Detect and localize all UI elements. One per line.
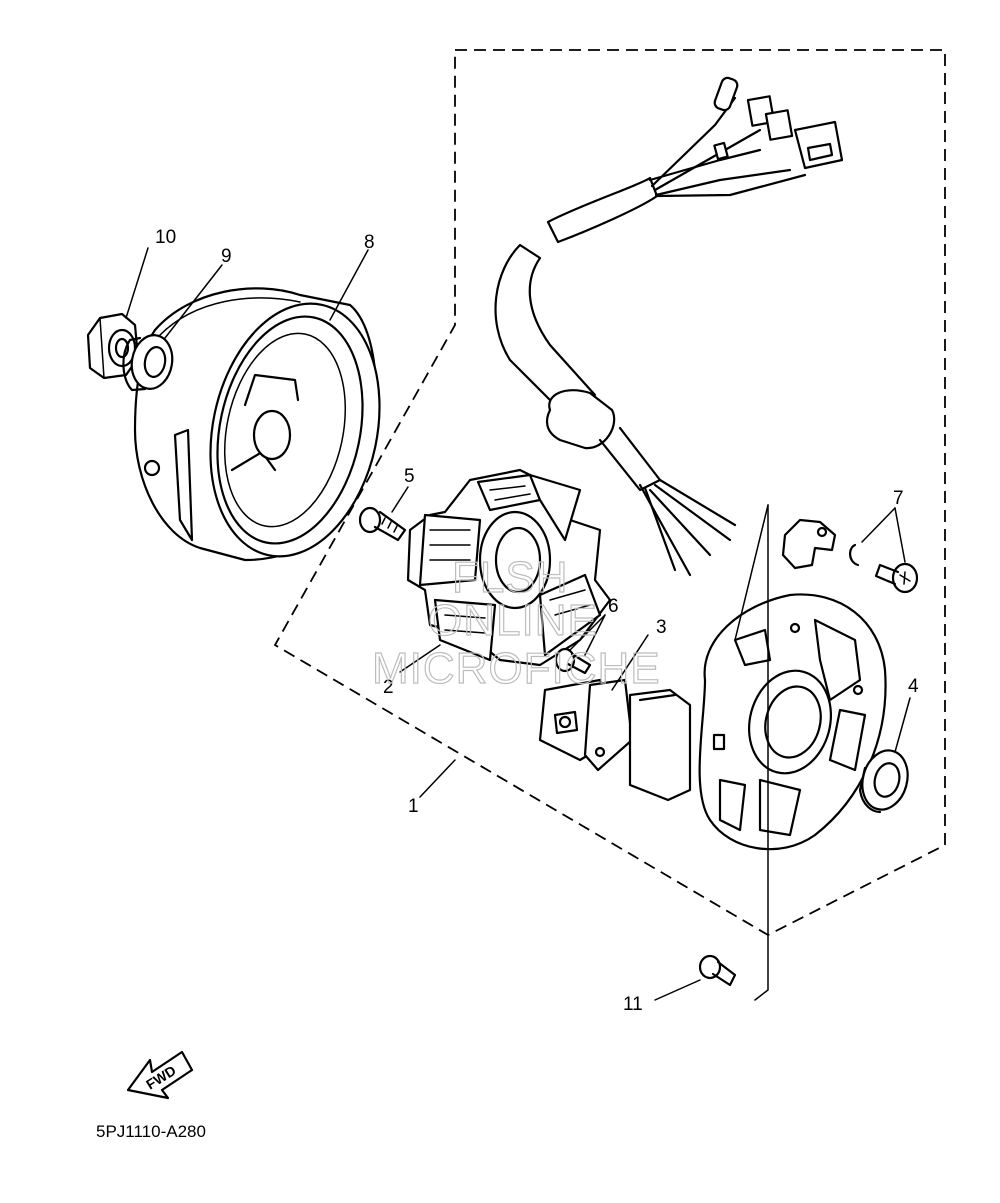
callout-7: 7	[893, 488, 904, 509]
forward-direction-arrow: FWD	[126, 1050, 194, 1100]
screw-part-6[interactable]	[554, 647, 592, 675]
callout-10: 10	[155, 227, 176, 248]
diagram-code: 5PJ1110-A280	[96, 1122, 206, 1141]
stator-part[interactable]	[406, 468, 612, 667]
screw-part-5[interactable]	[358, 506, 407, 542]
callout-2: 2	[383, 677, 394, 698]
washer-part[interactable]	[122, 332, 176, 392]
clamp-part-7[interactable]	[781, 518, 919, 594]
callout-8: 8	[364, 232, 375, 253]
pickup-coil-part[interactable]	[538, 678, 634, 772]
stator-base-plate[interactable]	[628, 593, 887, 851]
svg-text:MICROFICHE: MICROFICHE	[372, 644, 661, 693]
oil-seal-part[interactable]	[856, 745, 914, 814]
wire-harness	[494, 76, 844, 577]
callout-3: 3	[656, 617, 667, 638]
callout-6: 6	[608, 596, 619, 617]
callout-11: 11	[623, 994, 643, 1015]
leader-lines	[125, 247, 911, 1001]
callout-4: 4	[908, 676, 919, 697]
callout-5: 5	[404, 466, 415, 487]
callout-9: 9	[221, 246, 232, 267]
screw-part-11[interactable]	[698, 954, 737, 987]
watermark: FLSH ONLINE MICROFICHE	[371, 552, 661, 693]
callout-1: 1	[408, 796, 419, 817]
rotor-flywheel-part[interactable]	[133, 287, 402, 573]
svg-text:FLSH: FLSH	[452, 553, 568, 602]
nut-part[interactable]	[86, 312, 140, 380]
svg-text:ONLINE: ONLINE	[428, 596, 598, 645]
